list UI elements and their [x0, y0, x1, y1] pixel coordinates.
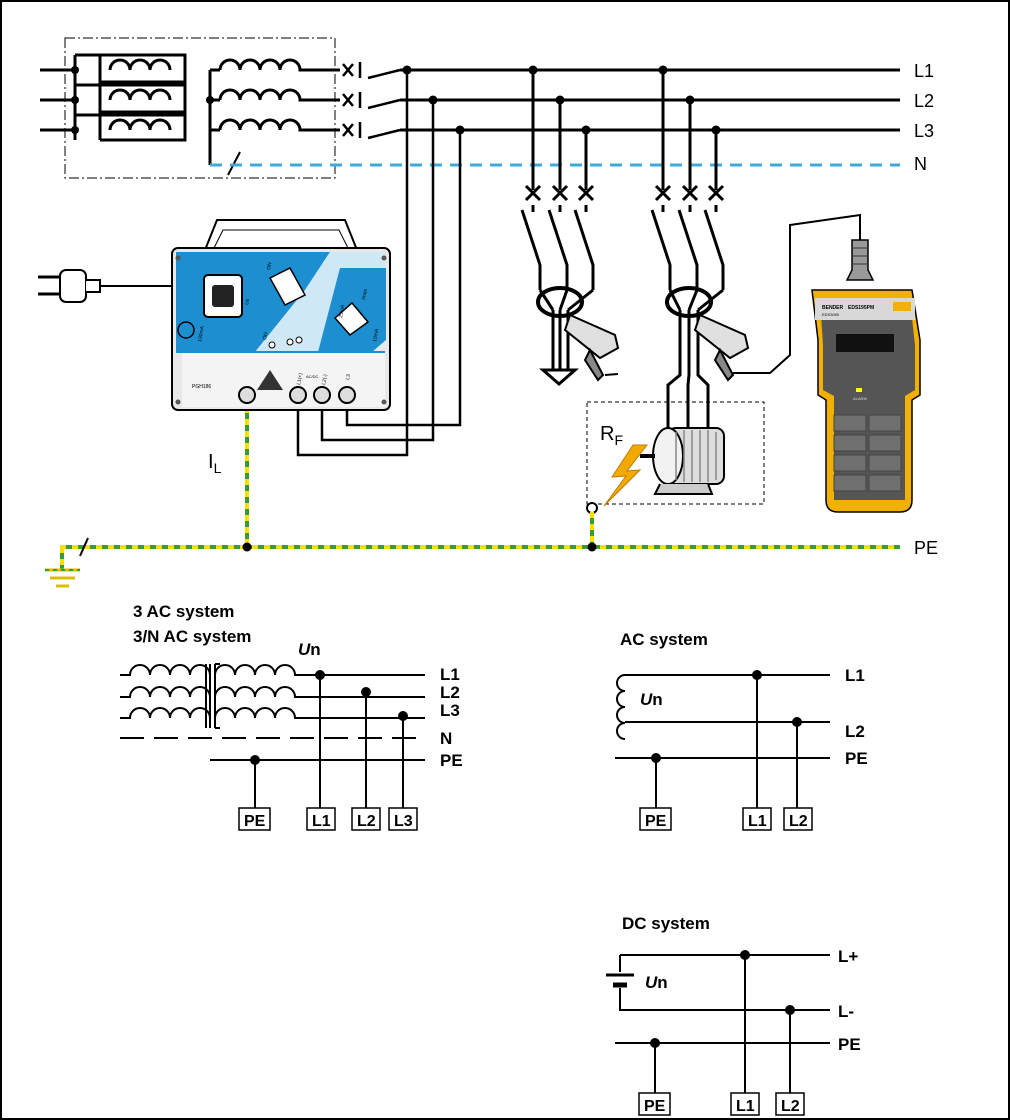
eds-handheld-device	[811, 239, 921, 513]
pgh-range-low-label: 25mA	[338, 304, 346, 319]
label-pe: PE	[914, 538, 938, 558]
pgh-terminal-l1-label: L1(+)	[296, 372, 304, 385]
pgh-fuse-label: 100mA	[197, 325, 206, 342]
system-dc-lminus: L-	[838, 1002, 854, 1021]
pgh-range-high-label: 10mA	[372, 328, 380, 343]
motor-icon	[640, 427, 725, 495]
system-3ac-title1: 3 AC system	[133, 602, 234, 621]
system-3ac-l2: L2	[440, 683, 460, 702]
label-l1: L1	[914, 61, 934, 81]
system-3ac-terminal-boxes	[238, 807, 418, 831]
system-3ac-l1: L1	[440, 665, 460, 684]
pgh-model-label: PGH186	[192, 384, 211, 390]
system-3ac-pe: PE	[440, 751, 463, 770]
system-dc-title: DC system	[622, 914, 710, 933]
system-dc-un: Un	[645, 973, 668, 992]
label-l2: L2	[914, 91, 934, 111]
fault-lightning-icon	[603, 444, 649, 507]
system-ac-title: AC system	[620, 630, 708, 649]
pgh-on-label-2: ON	[262, 332, 269, 341]
clamp-transformer-left	[536, 286, 620, 382]
pgh-us-label: Us	[244, 298, 251, 306]
system-dc-box-pe: PE	[644, 1098, 666, 1115]
main-breakers	[342, 62, 401, 140]
system-dc-pe: PE	[838, 1035, 861, 1054]
system-dc-lplus: L+	[838, 947, 858, 966]
power-plug-icon	[38, 269, 210, 303]
clamp-transformer-right	[665, 286, 750, 382]
pgh-terminal-l3-label: L3	[345, 374, 352, 381]
system-3ac-title2: 3/N AC system	[133, 627, 251, 646]
system-ac-pe: PE	[845, 749, 868, 768]
system-dc-schematic	[606, 954, 830, 1093]
pgh-terminal-l2-label: L2(-)	[321, 374, 329, 386]
system-ac-un: Un	[640, 690, 663, 709]
system-3ac-un: Un	[298, 640, 321, 659]
system-ac-l2: L2	[845, 722, 865, 741]
system-dc-terminal-boxes	[638, 1092, 805, 1116]
phase-lines	[400, 68, 900, 132]
pgh-terminal-acdc-label: AC/DC	[306, 374, 319, 379]
label-n: N	[914, 154, 927, 174]
handheld-model: EDS195PM	[848, 305, 874, 311]
system-3ac-box-l1: L1	[312, 813, 331, 830]
transformer-enclosure	[64, 37, 336, 179]
system-ac-l1: L1	[845, 666, 865, 685]
handheld-alarm: ALARM	[853, 396, 867, 401]
system-3ac-schematic	[120, 663, 425, 808]
system-ac-terminal-boxes	[639, 807, 813, 831]
handheld-brand: BENDER	[822, 305, 844, 311]
system-3ac-n: N	[440, 729, 452, 748]
fault-resistance-label: RF	[600, 423, 623, 448]
feeder-right	[650, 70, 725, 440]
clamp-cable	[733, 213, 861, 374]
label-l3: L3	[914, 121, 934, 141]
system-3ac-l3: L3	[440, 701, 460, 720]
system-ac-box-l1: L1	[748, 813, 767, 830]
system-3ac-box-l3: L3	[394, 813, 413, 830]
pgh-on-label: ON	[266, 262, 273, 271]
feeder-left	[520, 70, 595, 386]
system-3ac-box-l2: L2	[357, 813, 376, 830]
system-dc-box-l1: L1	[736, 1098, 755, 1115]
handheld-subtitle: EDS3090	[822, 312, 840, 317]
motor-enclosure	[586, 401, 765, 505]
system-dc-box-l2: L2	[781, 1098, 800, 1115]
transformer-primary	[40, 53, 187, 142]
pgh-range-mid-label: Imax	[361, 288, 369, 300]
pgh186-device	[171, 219, 391, 411]
system-ac-box-l2: L2	[789, 813, 808, 830]
transformer-secondary	[208, 58, 340, 176]
pe-line	[45, 395, 900, 588]
system-3ac-box-pe: PE	[244, 813, 266, 830]
leakage-current-label: IL	[208, 451, 222, 476]
system-ac-box-pe: PE	[645, 813, 667, 830]
